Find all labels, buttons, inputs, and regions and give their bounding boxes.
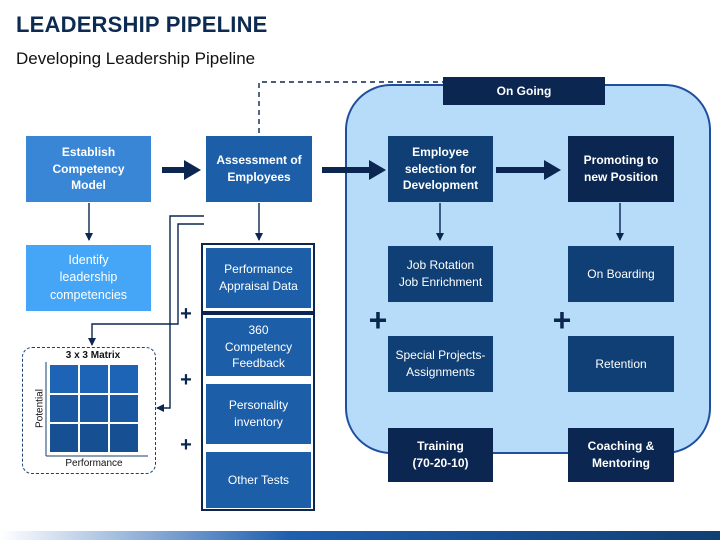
- promo-on-boarding: On Boarding: [568, 246, 674, 302]
- dev-training: Training(70-20-10): [388, 428, 493, 482]
- tool-other-tests: Other Tests: [206, 452, 311, 508]
- dev-special-projects: Special Projects-Assignments: [388, 336, 493, 392]
- footer-bar: [0, 531, 720, 540]
- big-arrow-step2-to-step3: [322, 160, 386, 180]
- matrix-x-axis-label: Performance: [65, 458, 123, 469]
- tools-to-matrix-connector: [88, 215, 204, 412]
- matrix-cell: [80, 424, 108, 452]
- matrix-frame: [22, 347, 156, 474]
- ongoing-label: On Going: [443, 77, 605, 105]
- plus-icon: +: [552, 302, 572, 338]
- promo-retention: Retention: [568, 336, 674, 392]
- big-arrow-step1-to-step2: [162, 160, 201, 180]
- promo-coaching-mentoring: Coaching &Mentoring: [568, 428, 674, 482]
- matrix-cell: [110, 365, 138, 393]
- matrix-cell: [50, 365, 78, 393]
- matrix-cell: [110, 424, 138, 452]
- matrix-cell: [50, 424, 78, 452]
- plus-icon: +: [180, 303, 192, 325]
- matrix-cell: [110, 394, 138, 423]
- ongoing-dashed-connector: [258, 81, 443, 133]
- matrix-grid: [50, 365, 138, 452]
- big-arrow-step3-to-step4: [496, 160, 561, 180]
- plus-icon: +: [180, 369, 192, 391]
- plus-icon: +: [180, 434, 192, 456]
- matrix-title: 3 x 3 Matrix: [65, 350, 121, 361]
- matrix-cell: [80, 365, 108, 393]
- plus-icon: +: [368, 302, 388, 338]
- matrix-cell: [80, 394, 108, 423]
- page-subtitle: Developing Leadership Pipeline: [16, 49, 256, 68]
- matrix-cell: [50, 394, 78, 423]
- page-title: LEADERSHIP PIPELINE: [16, 12, 268, 37]
